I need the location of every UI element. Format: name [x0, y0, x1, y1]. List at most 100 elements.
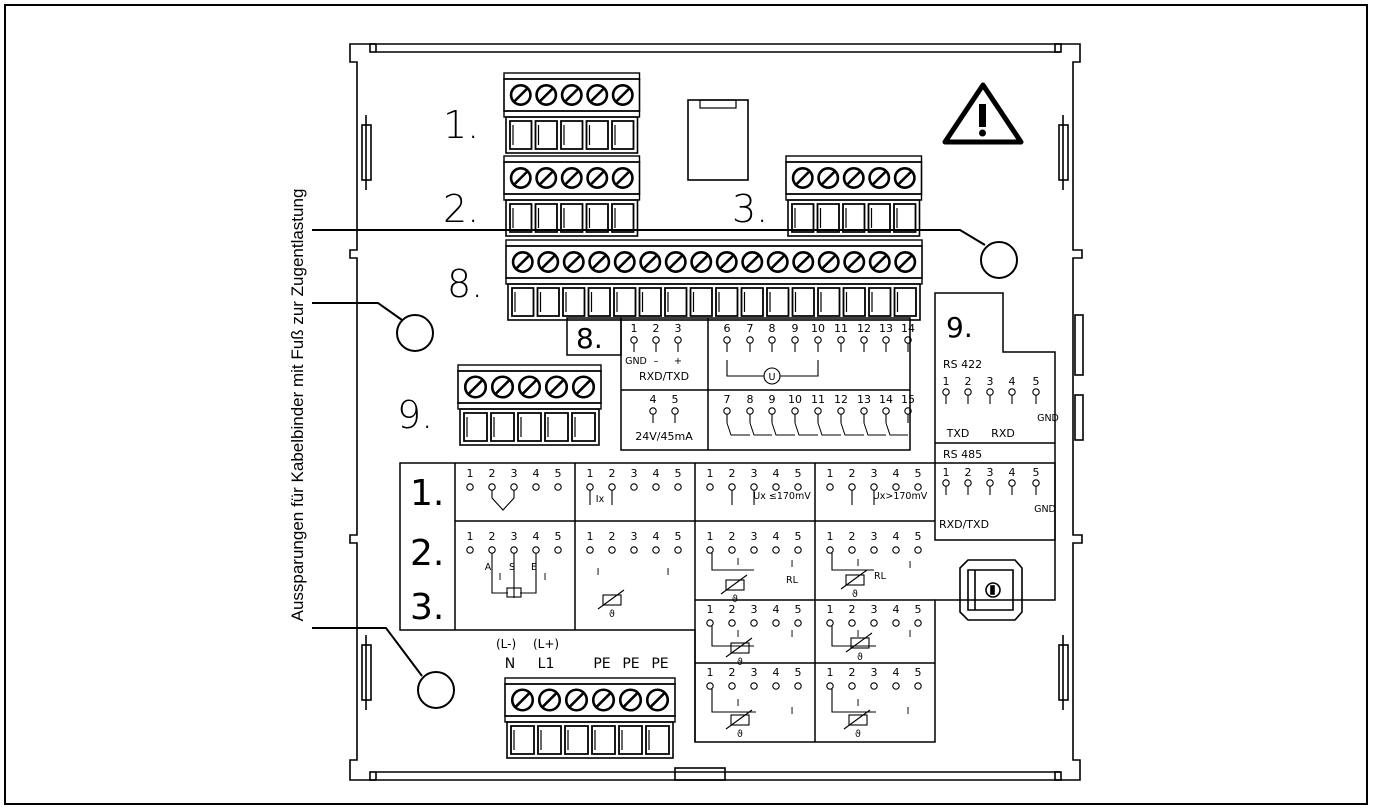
legend-8-pin: 1 [631, 322, 638, 335]
theta-symbol: ϑ [852, 589, 858, 600]
input-pin-number: 2 [849, 530, 856, 543]
terminal-block-1 [503, 72, 641, 154]
input-pin-number: 1 [467, 530, 474, 543]
legend-8-rxdtxd: RXD/TXD [639, 370, 689, 383]
inputs-table [399, 462, 1056, 743]
connector-label-9: 9. [397, 393, 433, 437]
terminal-slot [509, 203, 533, 233]
pot-a: A [485, 562, 492, 573]
input-pin-number: 5 [915, 603, 922, 616]
terminal-slot [511, 287, 535, 317]
rs485-gnd: GND [1034, 504, 1056, 515]
legend-8-sign: GND [625, 356, 647, 367]
current-symbol: I [791, 706, 794, 717]
input-pin-number: 4 [533, 530, 540, 543]
terminal-slot [613, 287, 637, 317]
warning-icon [942, 82, 1024, 145]
connector-8-legend [566, 317, 911, 451]
legend-8-pin: 4 [650, 393, 657, 406]
terminal-slot [611, 203, 635, 233]
legend-8-box-label: 8. [576, 322, 603, 355]
input-pin-number: 2 [729, 530, 736, 543]
screw-icon [690, 251, 713, 273]
legend-8-pin: 14 [901, 322, 915, 335]
rs485-pin: 2 [965, 466, 972, 479]
input-pin-number: 5 [675, 530, 682, 543]
input-pin-number: 4 [773, 603, 780, 616]
theta-symbol: ϑ [737, 729, 743, 740]
input-pin-number: 2 [729, 603, 736, 616]
screw-icon [639, 251, 662, 273]
connector-label-3: 3. [732, 187, 768, 231]
terminal-slot [564, 725, 589, 755]
current-symbol: I [907, 706, 910, 717]
input-ux-high: Ux>170mV [873, 491, 928, 502]
input-pin-number: 3 [511, 530, 518, 543]
terminal-slot [791, 287, 815, 317]
terminal-slot [868, 287, 892, 317]
input-pin-number: 5 [555, 467, 562, 480]
connector-label-2: 2. [443, 187, 479, 231]
power-paren-l1: (L+) [533, 637, 559, 651]
current-symbol: I [499, 572, 502, 583]
cable-tie-hole-top-right [980, 241, 1018, 279]
screw-icon [509, 84, 532, 106]
terminal-block-9 [457, 364, 602, 446]
input-pin-number: 2 [489, 467, 496, 480]
current-symbol: I [857, 698, 860, 709]
input-pin-number: 2 [489, 530, 496, 543]
input-pin-number: 1 [587, 467, 594, 480]
rs485-pin: 1 [943, 466, 950, 479]
current-symbol: I [791, 559, 794, 570]
input-pin-number: 3 [871, 666, 878, 679]
rs422-pin: 1 [943, 375, 950, 388]
rs422-gnd: GND [1037, 413, 1059, 424]
screw-icon [544, 375, 569, 399]
input-row-label-1: 1. [410, 473, 444, 514]
input-pin-number: 4 [893, 530, 900, 543]
terminal-slot [591, 725, 616, 755]
screw-icon [791, 167, 814, 189]
terminal-slot [817, 287, 841, 317]
input-ix: Ix [596, 494, 605, 505]
input-pin-number: 4 [773, 467, 780, 480]
screw-icon [591, 688, 616, 712]
legend-8-pin: 10 [811, 322, 825, 335]
terminal-slot [689, 287, 713, 317]
rs485-title: RS 485 [943, 448, 982, 461]
theta-symbol: ϑ [732, 594, 738, 605]
screw-icon [645, 688, 670, 712]
rs422-pin: 2 [965, 375, 972, 388]
rs485-rxdtxd: RXD/TXD [939, 518, 989, 531]
power-label-n: N [505, 656, 515, 672]
screw-icon [611, 167, 634, 189]
screw-icon [613, 251, 636, 273]
legend-8-pin: 9 [769, 393, 776, 406]
theta-symbol: ϑ [857, 652, 863, 663]
rs422-pin: 5 [1033, 375, 1040, 388]
screw-icon [715, 251, 738, 273]
terminal-slot [842, 203, 866, 233]
input-pin-number: 2 [849, 603, 856, 616]
screw-icon [511, 251, 534, 273]
current-symbol: I [597, 567, 600, 578]
screw-icon [490, 375, 515, 399]
terminal-slot [664, 287, 688, 317]
terminal-slot [618, 725, 643, 755]
legend-8-pin: 13 [857, 393, 871, 406]
legend-8-pin: 13 [879, 322, 893, 335]
terminal-slot [611, 120, 635, 150]
terminal-slot [490, 412, 515, 442]
input-pin-number: 1 [707, 467, 714, 480]
screw-icon [564, 688, 589, 712]
input-pin-number: 2 [849, 467, 856, 480]
legend-8-sign: – [654, 356, 659, 367]
current-symbol: I [667, 567, 670, 578]
current-symbol: I [857, 558, 860, 569]
screw-icon [893, 167, 916, 189]
legend-8-pin: 12 [834, 393, 848, 406]
input-pin-number: 4 [533, 467, 540, 480]
screw-icon [588, 251, 611, 273]
input-pin-number: 5 [795, 530, 802, 543]
